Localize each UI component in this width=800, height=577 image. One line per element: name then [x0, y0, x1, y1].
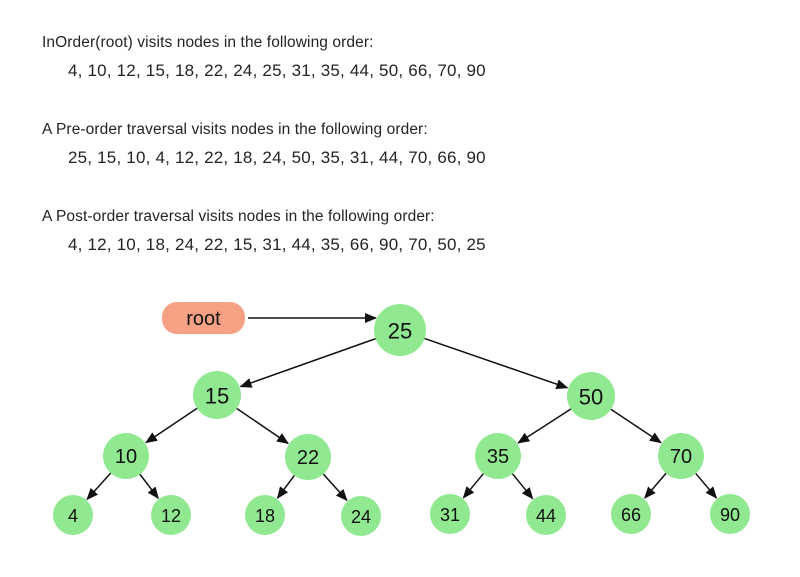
tree-node-70: 70	[658, 433, 704, 479]
tree-node-24: 24	[341, 496, 381, 536]
postorder-sequence: 4, 12, 10, 18, 24, 22, 15, 31, 44, 35, 6…	[68, 235, 486, 254]
preorder-heading: A Pre-order traversal visits nodes in th…	[42, 121, 428, 138]
tree-node-44: 44	[526, 495, 566, 535]
edge-70-66	[644, 472, 668, 499]
tree-node-90: 90	[710, 494, 750, 534]
edge-25-15	[239, 337, 377, 388]
node-value-31: 31	[440, 505, 460, 525]
tree-node-18: 18	[245, 495, 285, 535]
node-value-10: 10	[115, 446, 137, 468]
node-circle-44	[526, 495, 566, 535]
tree-node-4: 4	[53, 495, 93, 535]
node-value-12: 12	[161, 506, 181, 526]
node-circle-70	[658, 433, 704, 479]
node-value-25: 25	[388, 319, 412, 344]
preorder-sequence: 25, 15, 10, 4, 12, 22, 18, 24, 50, 35, 3…	[68, 148, 486, 167]
node-value-50: 50	[579, 385, 603, 410]
node-circle-90	[710, 494, 750, 534]
node-value-4: 4	[68, 506, 78, 526]
tree-node-22: 22	[285, 434, 331, 480]
node-circle-24	[341, 496, 381, 536]
tree-node-15: 15	[193, 371, 241, 419]
node-circle-66	[611, 494, 651, 534]
node-circle-10	[103, 433, 149, 479]
inorder-heading: InOrder(root) visits nodes in the follow…	[42, 34, 374, 51]
node-value-35: 35	[487, 446, 509, 468]
postorder-section: A Post-order traversal visits nodes in t…	[42, 203, 486, 259]
node-circle-22	[285, 434, 331, 480]
node-value-24: 24	[351, 507, 371, 527]
tree-node-12: 12	[151, 495, 191, 535]
node-value-66: 66	[621, 505, 641, 525]
edge-25-50	[423, 337, 569, 389]
node-circle-4	[53, 495, 93, 535]
edge-50-35	[517, 407, 573, 444]
node-circle-50	[567, 372, 615, 420]
tree-node-31: 31	[430, 494, 470, 534]
traversal-text-block: InOrder(root) visits nodes in the follow…	[42, 29, 486, 290]
tree-node-25: 25	[374, 304, 426, 356]
edge-10-4	[86, 471, 112, 501]
node-circle-18	[245, 495, 285, 535]
edge-10-12	[138, 473, 159, 500]
node-circle-31	[430, 494, 470, 534]
root-pointer-box	[162, 302, 245, 334]
edge-35-31	[462, 472, 485, 499]
edge-22-18	[276, 474, 296, 499]
edge-70-90	[694, 472, 718, 499]
postorder-heading: A Post-order traversal visits nodes in t…	[42, 208, 435, 225]
tree-node-10: 10	[103, 433, 149, 479]
inorder-sequence: 4, 10, 12, 15, 18, 22, 24, 25, 31, 35, 4…	[68, 61, 486, 80]
node-value-90: 90	[720, 505, 740, 525]
edge-15-22	[235, 407, 289, 445]
node-circle-25	[374, 304, 426, 356]
node-value-70: 70	[670, 446, 692, 468]
edge-35-44	[511, 472, 534, 500]
inorder-section: InOrder(root) visits nodes in the follow…	[42, 29, 486, 85]
tree-node-35: 35	[475, 433, 521, 479]
tree-node-50: 50	[567, 372, 615, 420]
node-circle-12	[151, 495, 191, 535]
node-value-18: 18	[255, 506, 275, 526]
node-circle-15	[193, 371, 241, 419]
root-pointer-label: root	[186, 308, 221, 330]
tree-node-66: 66	[611, 494, 651, 534]
node-circle-35	[475, 433, 521, 479]
node-value-22: 22	[297, 447, 319, 469]
preorder-section: A Pre-order traversal visits nodes in th…	[42, 116, 486, 172]
node-value-44: 44	[536, 506, 556, 526]
edge-50-70	[609, 408, 662, 444]
edge-22-24	[322, 472, 348, 502]
edge-15-10	[145, 407, 199, 444]
node-value-15: 15	[205, 384, 229, 409]
